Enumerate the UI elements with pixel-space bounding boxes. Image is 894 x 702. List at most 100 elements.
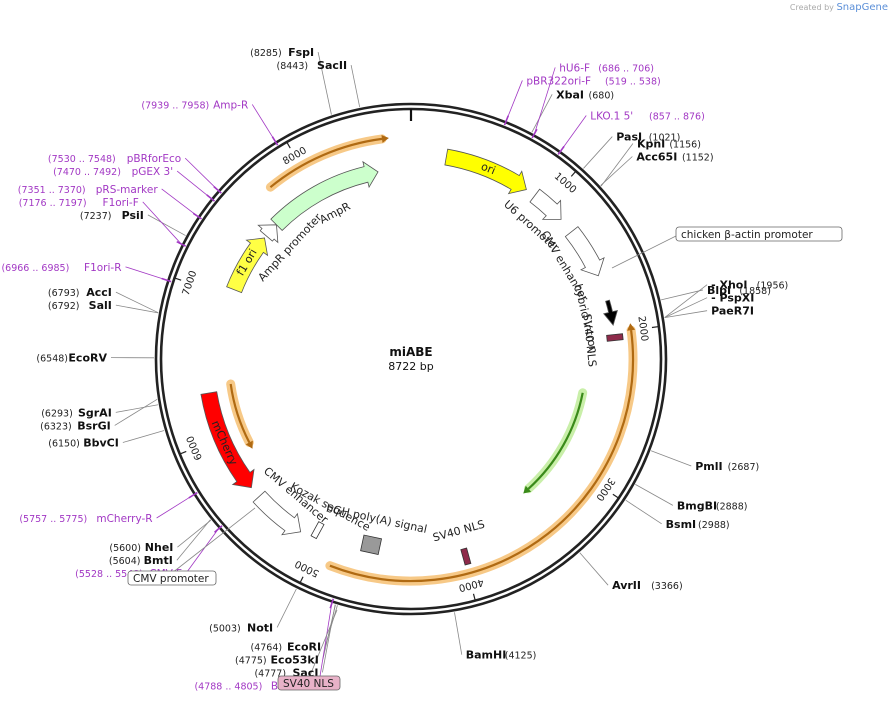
orf-arc [527,392,584,490]
primer-mark-mcherry-r [188,491,198,499]
backbone-outer-circle [154,102,668,616]
site-label-ecori: EcoRI(4764) [251,640,322,653]
svg-text:(519 .. 538): (519 .. 538) [605,76,661,87]
boxed-label-leader [611,235,677,269]
site-label-psii: PsiI(7237) [80,209,144,222]
tick-mark-4000 [472,593,476,601]
primer-mark-cmv-f [214,525,223,533]
tick-label-7000: 7000 [181,269,200,297]
svg-text:(680): (680) [589,90,615,101]
svg-text:(1956): (1956) [757,281,789,292]
site-leader-bmti [176,519,211,561]
tick-label-2000: 2000 [635,315,649,342]
svg-text:(5003): (5003) [209,623,241,634]
boxed-label-box [675,226,843,242]
svg-text:FspI: FspI [288,46,314,59]
svg-text:EcoRV: EcoRV [68,352,107,365]
tick-mark-3000 [612,493,620,499]
primer-mark-bgh-rev [329,598,335,609]
site-label-kpni: KpnI(1156) [637,138,701,151]
svg-text:(2888): (2888) [716,501,748,512]
site-leader-kpni [600,143,634,187]
site-label-sali: SalI(6792) [48,299,112,312]
tick-mark-6000 [179,450,187,455]
svg-text:NotI: NotI [247,621,273,634]
svg-text:F1ori-F: F1ori-F [103,197,139,209]
site-label-acci: AccI(6793) [48,286,112,299]
feature-cmv-enhancer [252,490,302,536]
svg-text:LKO.1 5': LKO.1 5' [590,111,633,123]
boxed-label-chicken-actin-promoter: chicken β-actin promoter [681,229,813,241]
primer-mark-f1ori-f [176,240,187,247]
feature-sv40-nls [460,547,472,566]
svg-text:- XhoI: - XhoI [711,279,747,292]
tick-mark-5000 [299,576,304,584]
feature-sv40-nls [606,333,624,342]
site-label-acc65i: Acc65I(1152) [636,151,713,164]
svg-text:BsmI: BsmI [666,518,697,531]
orf-arc [329,330,635,583]
orf-arrowhead [381,134,389,143]
svg-text:(7530 .. 7548): (7530 .. 7548) [48,154,116,165]
primer-mark-pbr322ori-f [503,115,510,126]
svg-text:(6966 .. 6985): (6966 .. 6985) [1,263,69,274]
site-label-eco53ki: Eco53kI(4775) [235,653,319,666]
tick-mark-7000 [174,277,182,281]
svg-text:XbaI: XbaI [556,88,584,101]
svg-text:NheI: NheI [145,541,174,554]
boxed-label-box [127,570,217,586]
primer-label-mcherry-r: mCherry-R(5757 .. 5775) [19,513,152,525]
primer-leader-pbr322ori-f [506,80,523,121]
plasmid-size: 8722 bp [388,360,433,373]
svg-text:(4125): (4125) [505,651,537,662]
tick-mark-2000 [651,325,659,329]
feature-ori [444,148,527,195]
boxed-label-leader [308,609,338,679]
site-label-avrii: AvrII(3366) [612,579,683,592]
svg-text:(4764): (4764) [251,642,283,653]
svg-text:(6323): (6323) [40,421,72,432]
primer-mark-pgex-3 [206,194,216,202]
svg-text:(1858): (1858) [739,286,771,297]
primer-leader-bgh-rev [318,603,333,686]
svg-text:(2988): (2988) [698,520,730,531]
primer-leader-mcherry-r [156,494,194,519]
site-leader-xbai [531,94,553,133]
svg-text:BlpI: BlpI [707,284,731,297]
orf-arrowhead [627,323,636,331]
snapgene-brand: Created by SnapGene [789,2,888,13]
site-leader-pasi [583,136,613,169]
site-label-bsrgi: BsrGI(6323) [40,419,111,432]
site-label-pasi: PasI(1021) [616,131,680,144]
feature-label-ori: ori [479,160,497,177]
site-label-pmli: PmlI(2687) [695,460,759,473]
primer-mark-amp-r [271,136,279,146]
site-leader-sgrai [115,404,159,413]
primer-leader-pgex-3 [176,170,211,199]
feature-hybrid-intron [603,299,618,326]
primer-mark-lko-1-5 [557,145,565,155]
svg-text:(7351 .. 7370): (7351 .. 7370) [18,185,86,196]
svg-text:(3366): (3366) [651,581,683,592]
svg-text:(686 .. 706): (686 .. 706) [598,63,654,74]
svg-text:(6792): (6792) [48,301,80,312]
tick-mark-8000 [286,141,291,149]
svg-text:SgrAI: SgrAI [78,406,112,419]
site-label-blpi: BlpI (1858) [707,284,771,297]
site-leader-acc65i [600,156,633,186]
site-label-sgrai: SgrAI(6293) [41,406,112,419]
svg-text:SacII: SacII [317,59,347,72]
svg-text:PmlI: PmlI [695,460,722,473]
primer-mark-pbrforeco [213,185,222,194]
svg-text:(5528 .. 5548): (5528 .. 5548) [75,569,143,580]
site-leader-sacii [350,64,361,108]
primer-label-pbrforeco: pBRforEco(7530 .. 7548) [48,153,181,165]
boxed-label-box [277,675,341,691]
boxed-label-leader [171,507,256,574]
svg-text:PasI: PasI [616,131,642,144]
primer-leader-lko-1-5 [560,115,587,151]
site-leader-xhoi [664,284,708,318]
site-label-xbai: XbaI (680) [556,88,614,101]
svg-text:pGEX 3': pGEX 3' [132,166,174,178]
site-label-nhei: NheI(5600) [109,541,173,554]
